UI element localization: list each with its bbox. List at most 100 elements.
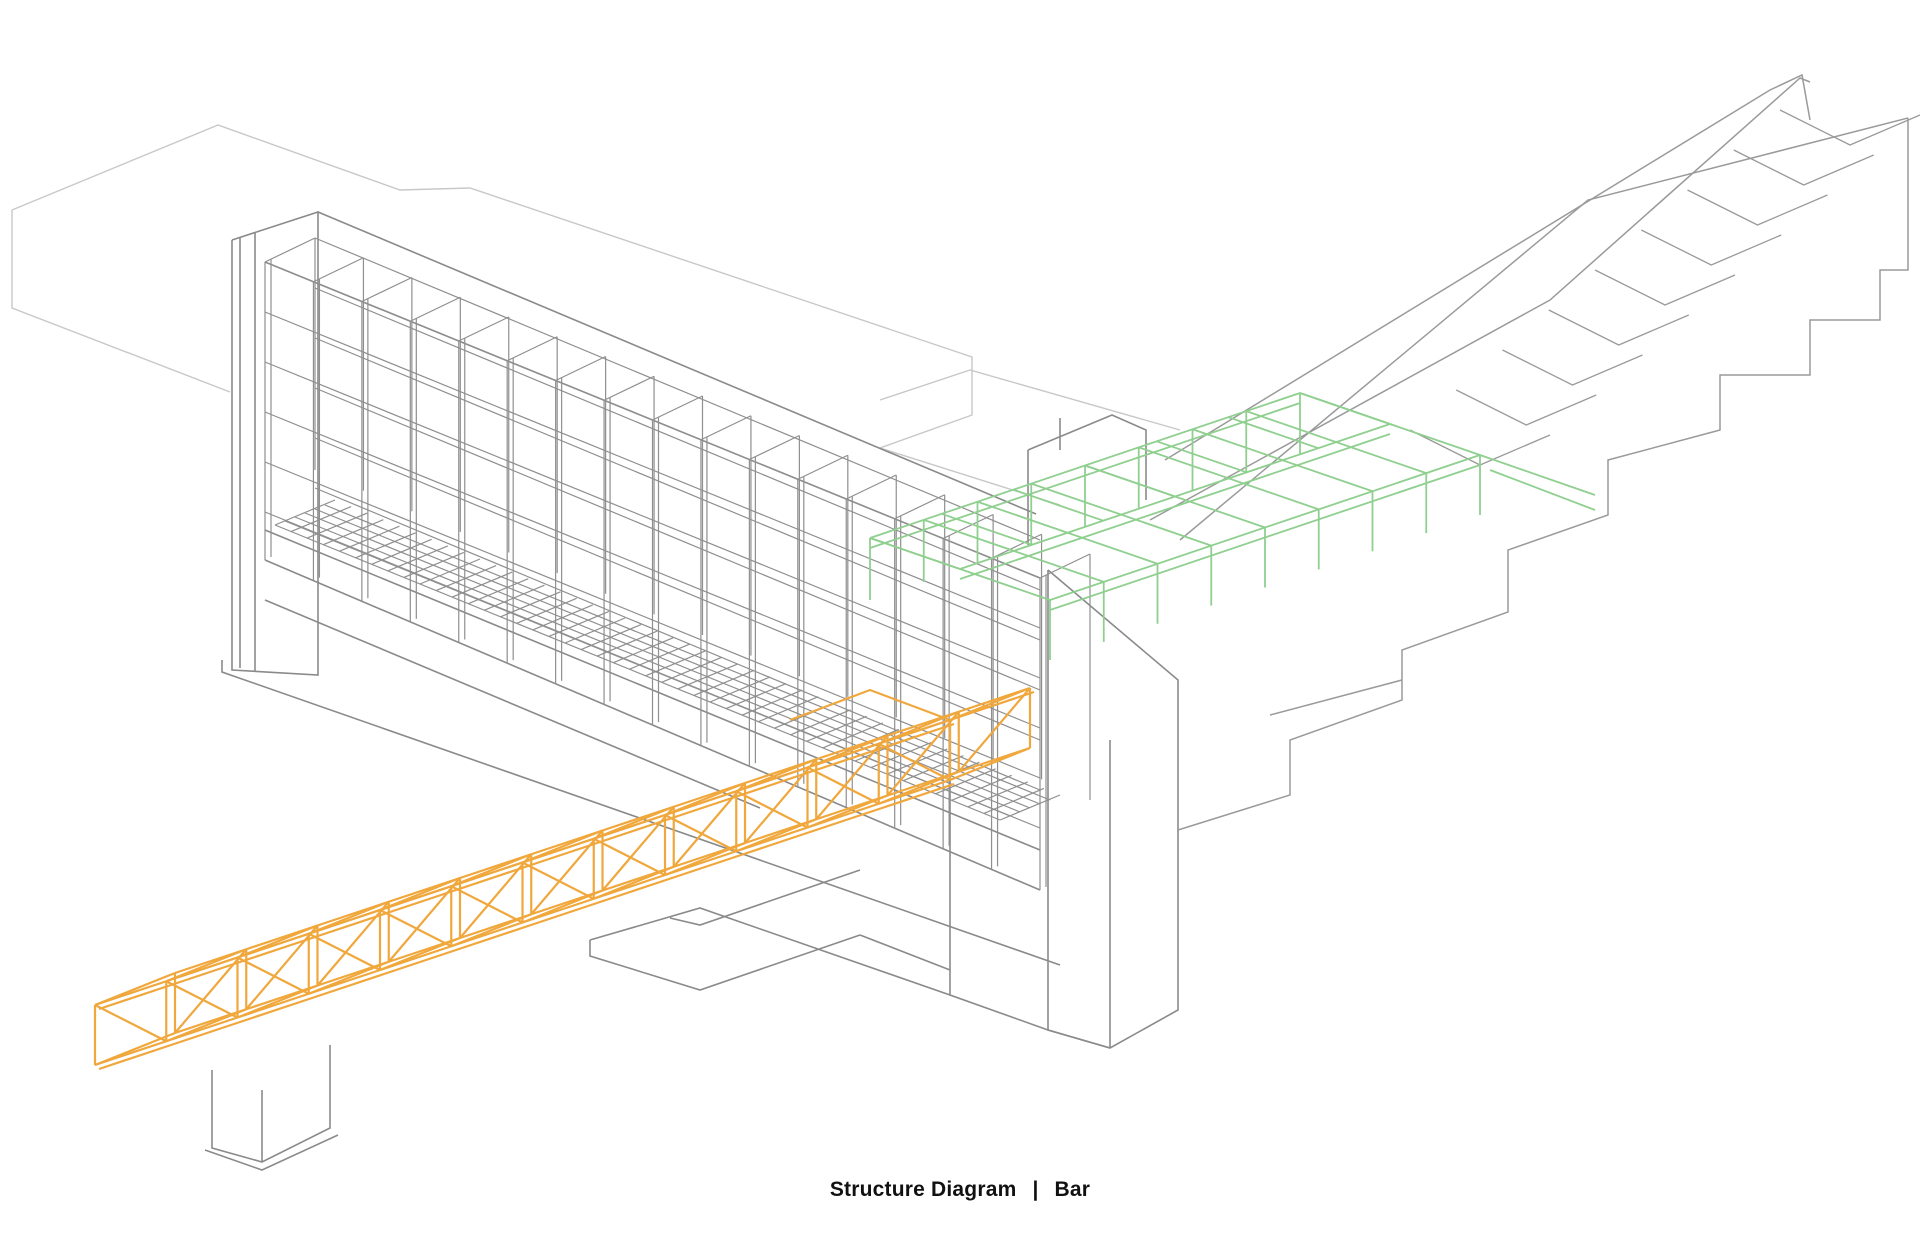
bridge-cross-beam	[379, 936, 461, 972]
bridge-diagonal	[664, 814, 737, 853]
slab-mesh	[274, 524, 1001, 821]
frame-floor-line-back	[314, 237, 1041, 541]
bridge-cross-beam	[237, 984, 318, 1019]
bridge-diagonal	[245, 924, 319, 1010]
bridge-cross-beam	[878, 710, 960, 745]
bridge-diagonal	[316, 901, 390, 987]
frame-top-beam	[506, 336, 558, 362]
stair-step	[1548, 309, 1690, 346]
bridge-diagonal	[237, 956, 310, 995]
frame-floor-line-back	[314, 337, 1041, 641]
frame-top-beam	[603, 375, 655, 401]
frame-floor-line	[264, 261, 1041, 579]
slab-mesh	[304, 512, 1031, 809]
frame-top-beam	[555, 355, 606, 382]
bridge-cross-beam	[379, 876, 461, 912]
canopy-joist	[1084, 464, 1176, 498]
frame-top-beam	[652, 395, 703, 421]
bridge-diagonal	[450, 885, 523, 924]
bridge-cross-beam	[593, 865, 675, 900]
bridge-diagonal	[379, 909, 452, 948]
frame-floor-line	[264, 411, 1041, 729]
stair-step	[1779, 109, 1920, 146]
bridge-cross-beam	[94, 971, 176, 1007]
bridge-diagonal	[94, 1004, 167, 1043]
bridge-cross-beam	[450, 853, 532, 888]
bridge-diagonal	[807, 766, 880, 805]
bridge-cross-beam	[735, 818, 817, 853]
bridge-end-frame	[789, 688, 951, 722]
bridge-cross-beam	[593, 805, 675, 840]
bridge-cross-beam	[308, 900, 390, 935]
canopy-joist	[1299, 392, 1391, 425]
frame-top-beam	[894, 494, 945, 520]
bridge-front-bottom-chord	[98, 782, 955, 1071]
bridge-diagonal	[601, 806, 675, 892]
bridge-diagonal	[459, 853, 533, 939]
canopy-joist	[1013, 488, 1104, 522]
frame-top-beam	[313, 257, 364, 283]
bridge-diagonal	[174, 948, 248, 1034]
bridge-diagonal	[530, 829, 604, 915]
frame-floor-line-back	[314, 287, 1041, 591]
bridge-cross-beam	[165, 1008, 247, 1043]
frame-top-beam	[1039, 553, 1091, 579]
bridge-cross-beam	[949, 746, 1031, 782]
canopy-joist	[869, 537, 961, 570]
frame-top-beam	[797, 454, 849, 480]
stair-step	[1594, 269, 1736, 306]
frame-top-beam	[942, 513, 994, 540]
stair-step	[1640, 229, 1782, 266]
caption-title: Structure Diagram	[829, 1178, 1017, 1201]
frame-floor-line	[264, 461, 1041, 779]
main-frame-block	[221, 210, 1179, 1049]
bridge-diagonal	[672, 782, 746, 868]
frame-top-beam	[410, 296, 461, 322]
canopy-joist	[1156, 440, 1247, 474]
frame-floor-line	[264, 361, 1041, 679]
frame-floor-line	[264, 311, 1041, 629]
frame-top-beam	[845, 474, 897, 500]
frame-top-beam	[700, 415, 752, 441]
frame-grid	[264, 237, 1091, 890]
frame-top-beam	[458, 316, 510, 342]
canopy-joist	[1228, 416, 1319, 450]
frame-floor-line-back	[314, 437, 1041, 741]
frame-floor-line-back	[314, 387, 1041, 691]
stair-ramp	[1149, 73, 1909, 831]
stair-step	[1733, 149, 1875, 186]
canopy-joist	[941, 512, 1032, 546]
canopy-extension	[1479, 454, 1596, 496]
bridge-diagonal	[957, 687, 1031, 773]
frame-top-beam	[361, 276, 413, 303]
bridge-diagonal	[308, 932, 381, 971]
caption-separator: |	[1032, 1178, 1039, 1201]
diagram-caption: Structure Diagram|Bar	[0, 1178, 1920, 1202]
frame-top-beam	[749, 434, 800, 461]
bridge-cross-beam	[522, 829, 603, 864]
bridge-cross-beam	[237, 924, 318, 959]
slab-mesh	[324, 504, 1051, 801]
canopy-edge	[869, 402, 1301, 549]
bridge-cross-beam	[165, 948, 247, 983]
frame-floor-line-back	[314, 487, 1041, 791]
orange-truss-bridge	[93, 686, 1035, 1071]
bridge-cross-beam	[807, 794, 888, 829]
bridge-diagonal	[878, 742, 951, 781]
stair-step	[1455, 389, 1597, 426]
bridge-cross-beam	[807, 734, 888, 769]
stair-step	[1502, 349, 1643, 386]
canopy-mid	[959, 433, 1391, 580]
bridge-cross-beam	[664, 781, 746, 817]
canopy-edge	[1049, 454, 1481, 601]
frame-top-beam	[991, 533, 1042, 559]
bridge-diagonal	[735, 790, 808, 829]
bridge-cross-beam	[94, 1031, 176, 1067]
bridge-cross-beam	[522, 889, 603, 924]
canopy-edge	[1049, 464, 1481, 611]
bridge-cross-beam	[450, 913, 532, 948]
slab-mesh	[274, 499, 336, 526]
frame-top-beam	[264, 237, 316, 263]
bridge-support-pier	[204, 1045, 339, 1171]
